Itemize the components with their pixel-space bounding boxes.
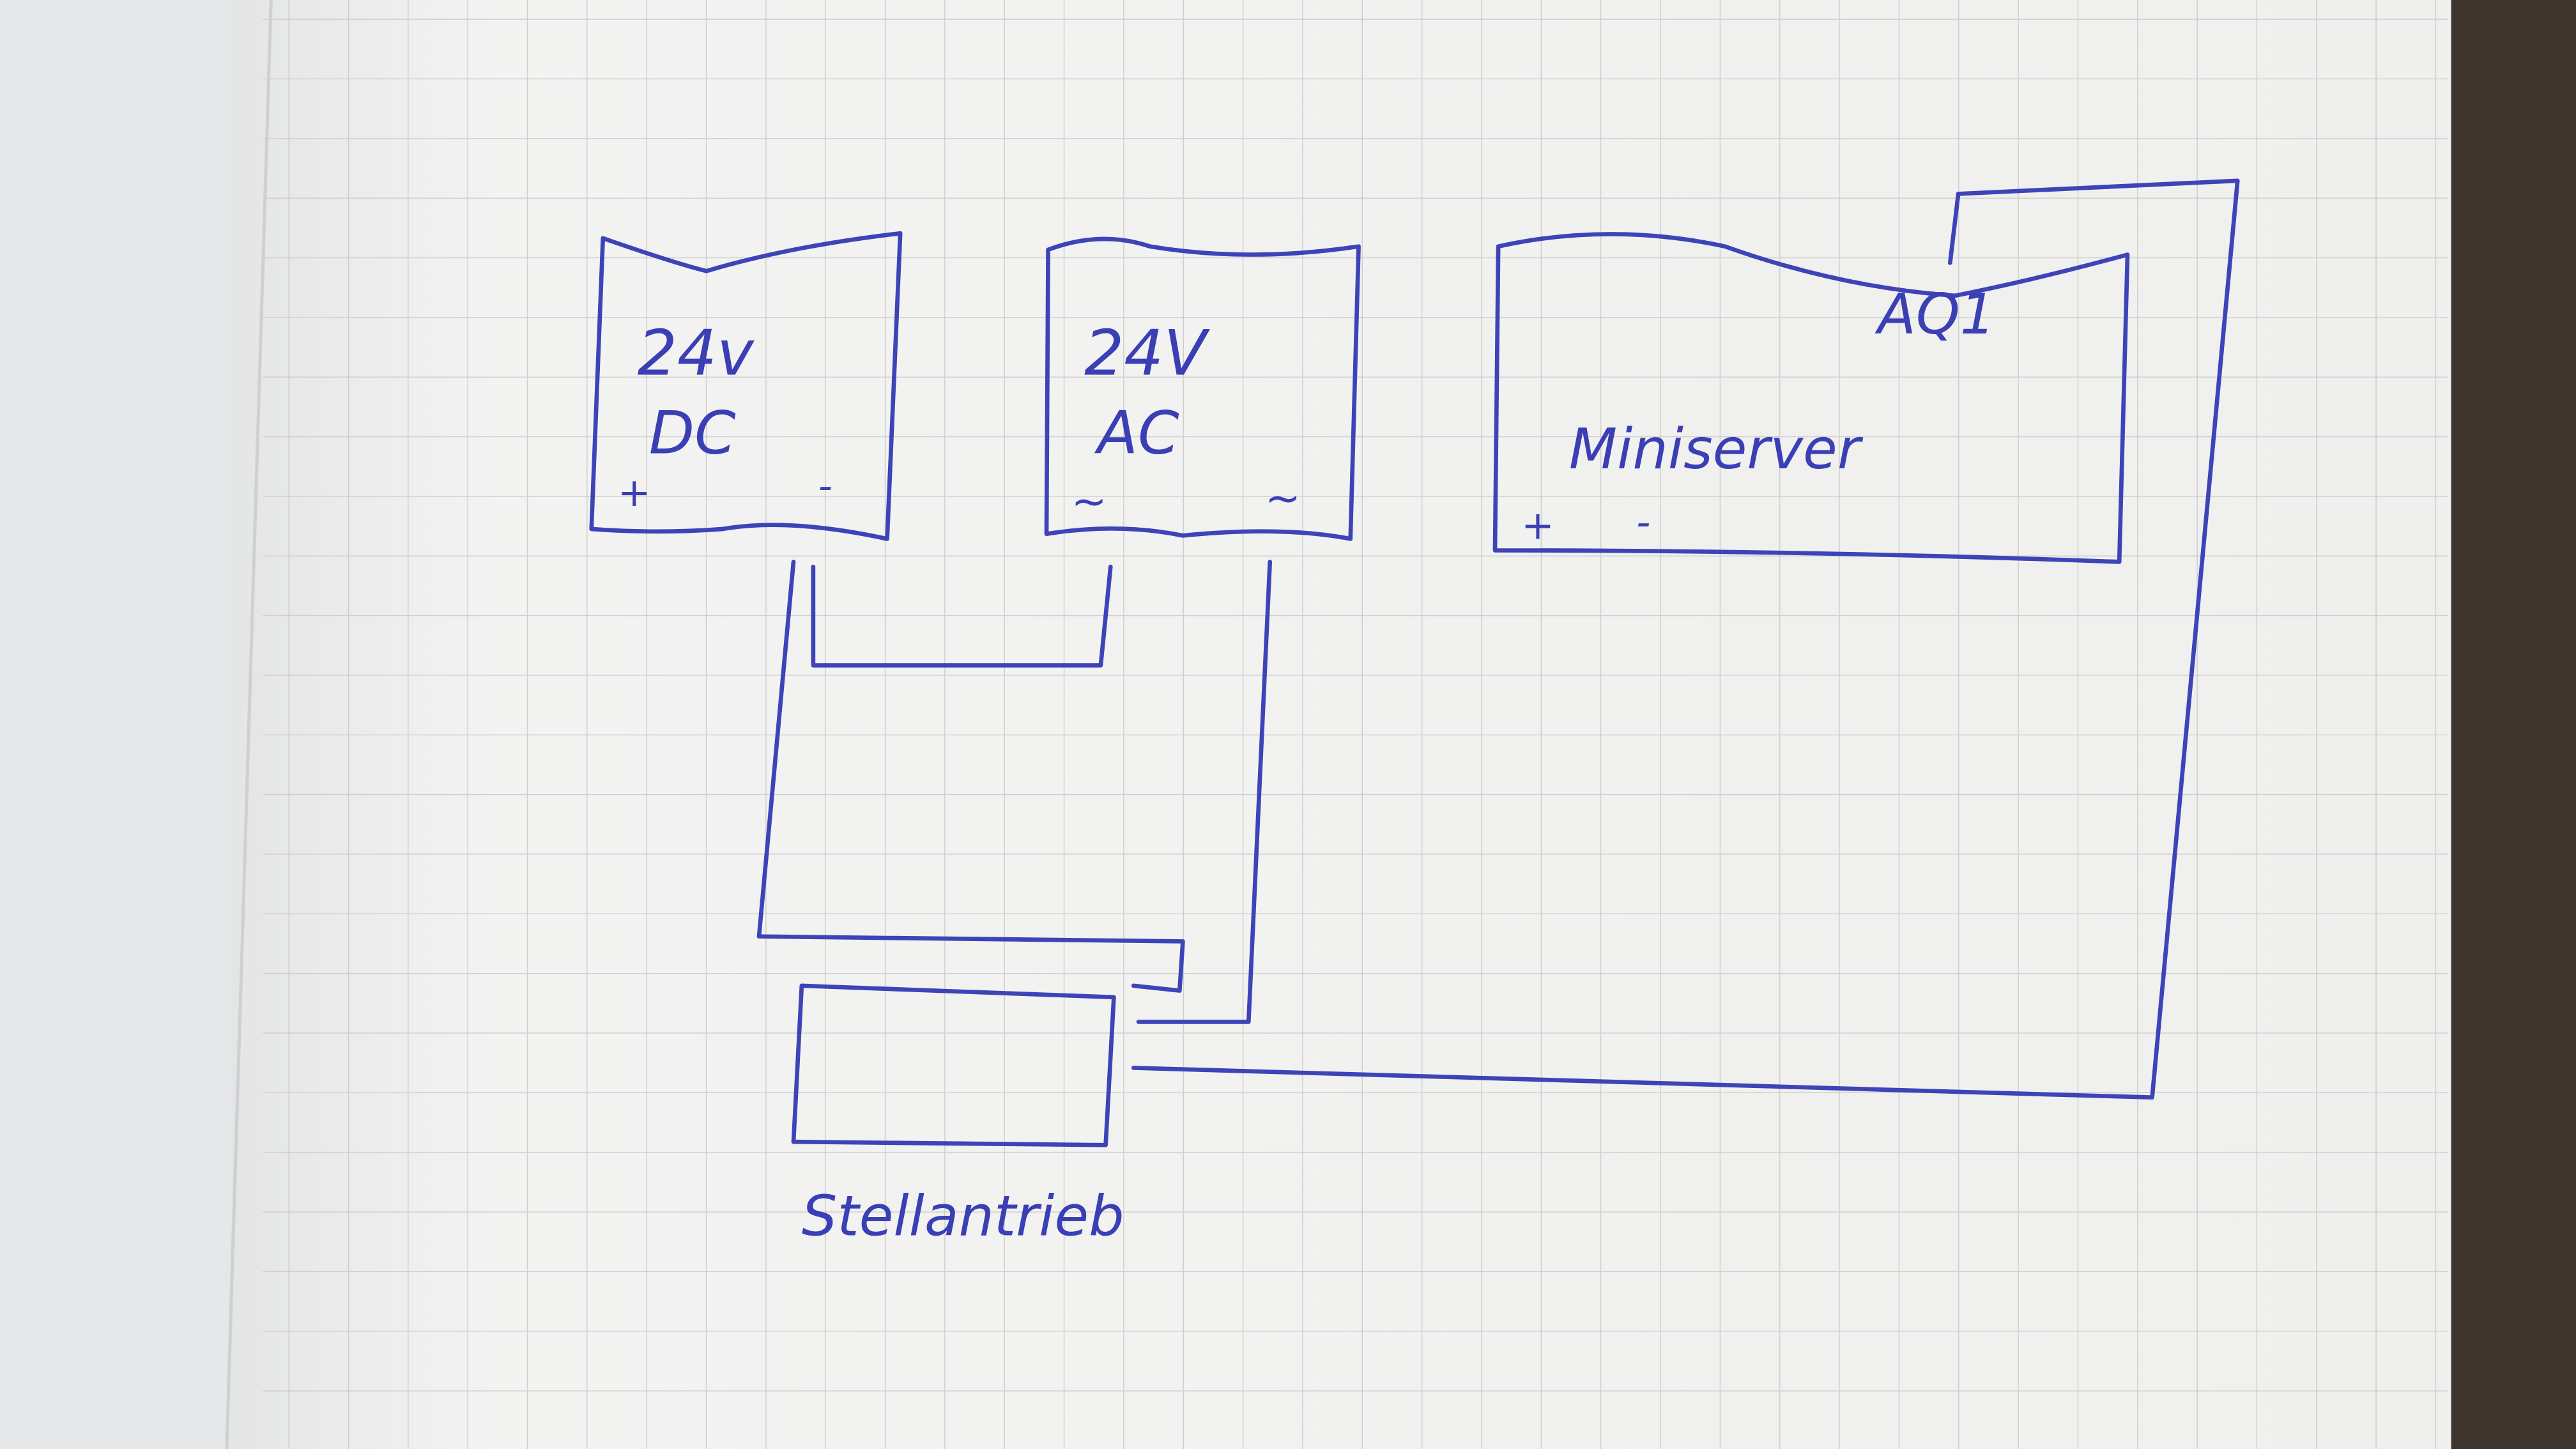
power-supply-ac-box: 24V AC ~ ~: [1044, 236, 1361, 541]
dc-type-label: DC: [649, 399, 736, 468]
dc-voltage-label: 24v: [638, 317, 755, 390]
grid-paper: [263, 0, 2448, 1449]
wire-dc-minus-to-actuator: [756, 560, 1185, 993]
power-supply-dc-box: 24v DC + -: [589, 231, 903, 541]
actuator-label: Stellantrieb: [802, 1184, 1124, 1249]
ac-voltage-label: 24V: [1084, 317, 1210, 390]
ac-terminal-1: ~: [1071, 476, 1107, 526]
miniserver-minus-terminal: -: [1636, 499, 1650, 545]
miniserver-box: AQ1 Miniserver + -: [1492, 232, 2130, 564]
wire-dc-minus-to-ac: [811, 564, 1113, 668]
wire-ac-to-actuator: [1136, 560, 1273, 1024]
dc-plus-terminal: +: [618, 470, 651, 516]
notebook-spine: [225, 0, 273, 1449]
left-page: [0, 0, 272, 1449]
miniserver-plus-terminal: +: [1521, 502, 1554, 548]
dc-minus-terminal: -: [818, 463, 832, 509]
aq1-output-label: AQ1: [1874, 282, 1995, 347]
ac-type-label: AC: [1094, 399, 1179, 468]
actuator-box: Stellantrieb: [791, 983, 1124, 1249]
miniserver-label: Miniserver: [1569, 417, 1864, 482]
wire-aq1-to-actuator: [1131, 178, 2240, 1100]
ac-terminal-2: ~: [1265, 473, 1301, 523]
